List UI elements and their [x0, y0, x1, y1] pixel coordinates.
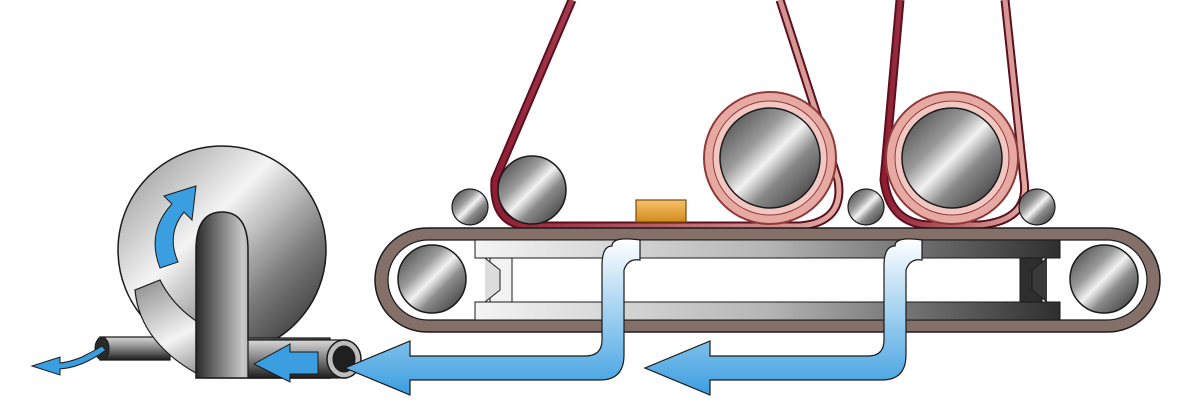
- idler-roller-2: [847, 188, 885, 226]
- vacuum-fan: [94, 145, 362, 379]
- product-block: [635, 199, 687, 223]
- pressure-roller-large-2: [885, 91, 1019, 225]
- exhaust-arrow-icon: [30, 345, 107, 376]
- conveyor-roller-left: [397, 244, 467, 314]
- upper-belt-left: [490, 0, 844, 231]
- pressure-roller-small: [497, 155, 567, 225]
- inlet-arrow-icon: [252, 343, 319, 383]
- conveyor-belt: [374, 227, 1161, 333]
- idler-roller-1: [451, 188, 489, 226]
- rotation-arrow-icon: [154, 185, 197, 269]
- airflow-arrow-icon: [343, 238, 923, 396]
- pressure-roller-large-1: [703, 91, 837, 225]
- conveyor-roller-right: [1069, 244, 1139, 314]
- idler-roller-3: [1018, 188, 1056, 226]
